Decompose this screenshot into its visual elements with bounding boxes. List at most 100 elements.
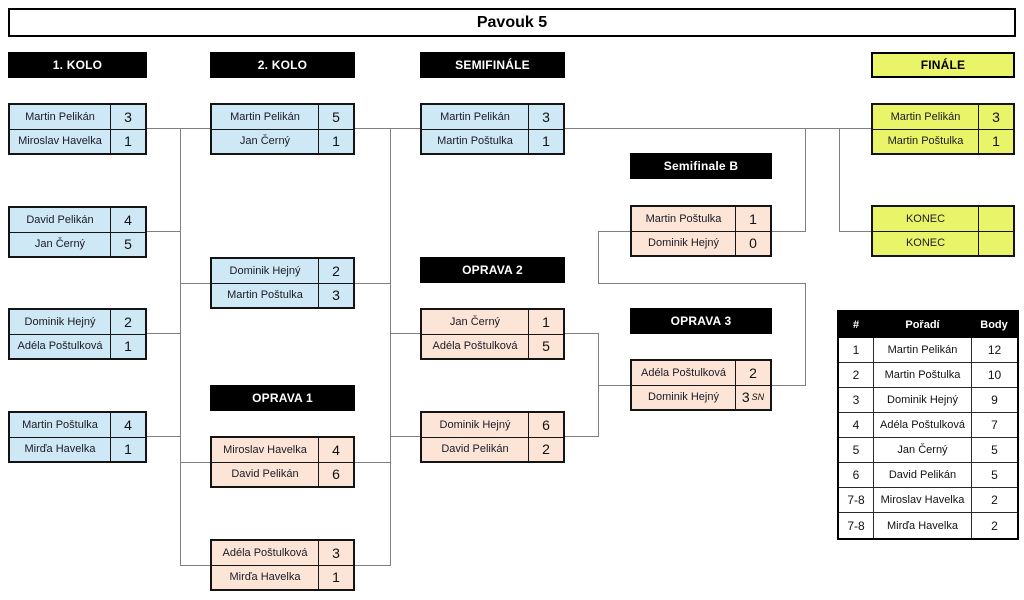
connector-line (598, 385, 630, 386)
connector-line (147, 436, 180, 437)
player-score: 1 (528, 310, 563, 334)
connector-line (565, 333, 598, 334)
player-name: Mirďa Havelka (24, 443, 96, 456)
player-score: 3 (528, 105, 563, 129)
standings-rank: 7-8 (839, 513, 874, 538)
player-score: 1 (528, 129, 563, 153)
standings-rank: 6 (839, 463, 874, 488)
connector-line (598, 333, 599, 437)
player-name: Martin Poštulka (22, 418, 98, 431)
connector-line (147, 231, 180, 232)
player-row: KONEC (873, 230, 1013, 255)
player-name: David Pelikán (26, 213, 94, 226)
player-score: 4 (110, 208, 145, 232)
player-name: Martin Poštulka (645, 212, 722, 225)
player-name: Adéla Poštulková (432, 340, 518, 353)
player-name: Dominik Hejný (648, 237, 719, 250)
player-name: David Pelikán (231, 468, 299, 481)
player-name: Mirďa Havelka (229, 571, 301, 584)
player-score: 3 (318, 283, 353, 307)
player-name: Miroslav Havelka (223, 443, 307, 456)
connector-line (390, 128, 391, 566)
tournament-title: Pavouk 5 (476, 13, 548, 31)
player-score: 4 (110, 413, 145, 437)
connector-line (805, 128, 806, 232)
connector-line (180, 283, 210, 284)
connector-line (147, 128, 210, 129)
player-score: 2 (110, 310, 145, 334)
player-name: KONEC (905, 237, 946, 250)
player-score: 5 (110, 232, 145, 256)
player-score: 1 (978, 129, 1013, 153)
standings-points: 10 (972, 363, 1017, 388)
player-score: 2 (528, 437, 563, 461)
connector-line (598, 231, 599, 284)
standings-player: Mirďa Havelka (874, 513, 972, 538)
standings-player: Miroslav Havelka (874, 488, 972, 513)
connector-line (598, 231, 630, 232)
tournament-title-box: Pavouk 5 (8, 8, 1016, 37)
player-name: Martin Pelikán (440, 110, 510, 123)
player-row: David Pelikán 4 (10, 208, 145, 232)
standings-player: Dominik Hejný (874, 388, 972, 413)
player-name: Martin Poštulka (437, 135, 513, 148)
player-score: 2 (318, 259, 353, 283)
player-name: Jan Černý (34, 238, 86, 251)
round-header-oprava-3: OPRAVA 3 (630, 308, 772, 334)
player-row: Martin Pelikán 3 (422, 105, 563, 129)
connector-line (180, 128, 181, 566)
standings-points: 12 (972, 338, 1017, 363)
player-name: Miroslav Havelka (18, 135, 102, 148)
standings-header-cell: # (839, 312, 874, 338)
round-header-1-kolo: 1. KOLO (8, 52, 147, 78)
player-name: Martin Poštulka (227, 289, 303, 302)
standings-rank: 4 (839, 413, 874, 438)
player-score: 2 (735, 361, 770, 385)
player-row: Jan Černý 5 (10, 231, 145, 256)
connector-line (355, 128, 420, 129)
player-name: Jan Černý (239, 135, 291, 148)
player-score: 0 (735, 231, 770, 255)
connector-line (772, 231, 805, 232)
standings-player: Adéla Poštulková (874, 413, 972, 438)
standings-rank: 3 (839, 388, 874, 413)
player-name: Dominik Hejný (439, 418, 511, 431)
standings-player: Jan Černý (874, 438, 972, 463)
connector-line (565, 128, 871, 129)
player-score: 1 (318, 129, 353, 153)
connector-line (805, 283, 806, 386)
player-score: 3 (110, 105, 145, 129)
standings-player: Martin Poštulka (874, 363, 972, 388)
standings-header-cell: Body (972, 312, 1017, 338)
connector-line (390, 333, 420, 334)
player-name: Martin Pelikán (890, 110, 961, 123)
player-name: Adéla Poštulková (222, 546, 308, 559)
standings-points: 2 (991, 518, 998, 533)
